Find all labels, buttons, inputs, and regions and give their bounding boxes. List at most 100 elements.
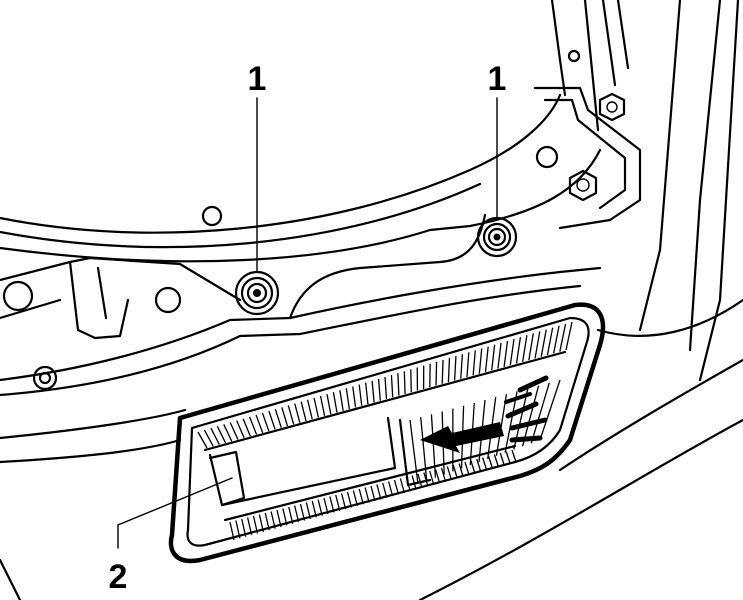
bolt-left-icon <box>234 270 280 316</box>
hatch-line <box>511 449 517 463</box>
hatch-line <box>464 461 470 476</box>
hatch-line <box>417 473 423 489</box>
headlight-unit <box>168 302 606 564</box>
hatch-line <box>270 511 276 529</box>
hatch-line <box>466 352 470 378</box>
hatch-line <box>248 416 258 435</box>
hatch-line <box>242 418 251 437</box>
hatch-line <box>497 342 502 369</box>
hatch-line <box>509 338 515 366</box>
hatch-line <box>484 346 489 373</box>
hatch-line <box>539 379 561 441</box>
hatch-line <box>335 494 341 511</box>
hatch-line <box>345 388 351 410</box>
hatch-line <box>358 384 363 406</box>
hatch-line <box>499 452 505 466</box>
hatch-line <box>306 399 313 420</box>
hatch-line <box>521 385 540 447</box>
hatch-line <box>299 503 306 521</box>
hatch-line <box>399 478 406 494</box>
hatch-line <box>476 458 482 472</box>
hatch-line <box>409 419 419 485</box>
hatch-line <box>223 424 233 442</box>
hatch-line <box>241 518 247 537</box>
hatch-line <box>311 500 317 518</box>
hatch-line <box>305 502 312 520</box>
hatch-line <box>323 497 329 515</box>
hatch-line <box>441 359 444 384</box>
lens-ribbing-bottom <box>229 449 517 541</box>
hatch-line <box>216 426 227 444</box>
hatch-line <box>197 431 208 449</box>
hatch-line <box>493 454 499 468</box>
hatch-line <box>332 392 338 413</box>
hatch-line <box>252 515 259 534</box>
hatch-line <box>287 405 295 425</box>
hatch-line <box>235 520 241 539</box>
hatch-line <box>329 496 335 513</box>
hatch-line <box>405 476 411 492</box>
hatch-line <box>210 427 220 445</box>
hatch-line <box>446 466 452 481</box>
hatch-line <box>495 394 508 456</box>
hatch-line <box>420 417 428 481</box>
hatch-line <box>376 484 382 500</box>
hatch-line <box>281 407 289 427</box>
hatch-line <box>384 376 388 400</box>
bolt-right-icon <box>476 216 518 258</box>
arrow-left-icon <box>420 375 549 453</box>
hatch-line <box>229 521 235 541</box>
hatch-line <box>293 505 300 523</box>
hatch-line <box>258 514 265 533</box>
hatch-line <box>276 509 282 528</box>
hatch-line <box>453 356 457 381</box>
hatch-line <box>504 391 518 453</box>
hatch-line <box>352 386 357 408</box>
callout-label-bolt-left: 1 <box>248 60 267 98</box>
hatch-line <box>430 414 437 478</box>
hatch-line <box>268 410 276 430</box>
hatch-line <box>435 469 441 484</box>
hatch-line <box>429 470 435 485</box>
hatch-line <box>229 422 239 440</box>
hatch-line <box>288 506 294 524</box>
hatch-line <box>352 490 359 507</box>
hatch-line <box>411 475 417 490</box>
hatch-line <box>236 420 245 439</box>
hatch-line <box>423 472 429 487</box>
hatch-line <box>390 375 394 398</box>
hatch-line <box>505 451 511 464</box>
hatch-line <box>565 321 573 351</box>
hatch-line <box>387 481 394 497</box>
hatch-line <box>515 337 522 364</box>
hatch-line <box>528 333 534 361</box>
hatch-line <box>458 463 464 477</box>
hatch-line <box>440 467 447 482</box>
hatch-line <box>294 403 301 423</box>
hatch-line <box>377 378 381 401</box>
hatch-line <box>364 487 370 503</box>
hatch-line <box>491 344 496 371</box>
hatch-line <box>274 409 282 428</box>
callout-label-headlight: 2 <box>109 558 128 596</box>
hatch-line <box>435 361 438 386</box>
hatch-line <box>203 429 214 447</box>
hatch-line <box>346 491 353 508</box>
hatch-line <box>339 390 344 411</box>
hatch-line <box>370 485 376 502</box>
hatch-line <box>452 464 458 479</box>
hatch-line <box>487 455 494 469</box>
hatch-line <box>503 340 509 367</box>
hatch-line <box>552 325 560 354</box>
hatch-line <box>530 382 550 444</box>
hatch-line <box>371 380 375 403</box>
callout-label-bolt-right: 1 <box>488 60 507 98</box>
hatch-line <box>522 335 528 362</box>
hatch-line <box>282 508 288 526</box>
hatch-line <box>365 382 369 405</box>
hatch-line <box>482 457 488 471</box>
hatch-line <box>340 493 347 510</box>
frame-holes <box>2 49 581 391</box>
